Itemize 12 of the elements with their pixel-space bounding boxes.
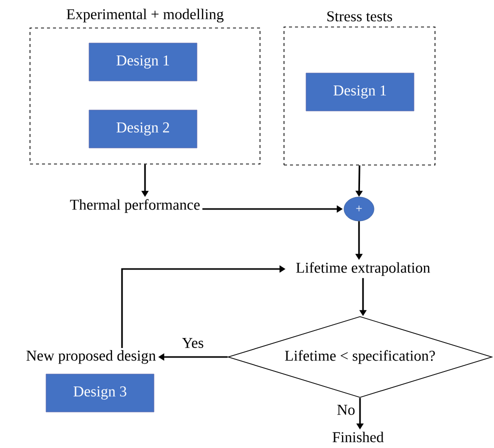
design-box: Design 1: [88, 42, 198, 82]
edge-label: Yes: [181, 337, 205, 349]
step-label: Lifetime extrapolation: [296, 262, 430, 276]
edge-label: No: [336, 404, 356, 416]
design-box: Design 1: [306, 72, 414, 112]
group-heading: Experimental + modelling: [66, 8, 224, 22]
design-box: Design 2: [88, 110, 198, 148]
step-label: New proposed design: [26, 350, 156, 364]
design-box: Design 3: [46, 374, 154, 412]
group-heading: Stress tests: [327, 11, 392, 22]
step-label: Finished: [332, 432, 384, 442]
step-label: Thermal performance: [70, 199, 200, 213]
